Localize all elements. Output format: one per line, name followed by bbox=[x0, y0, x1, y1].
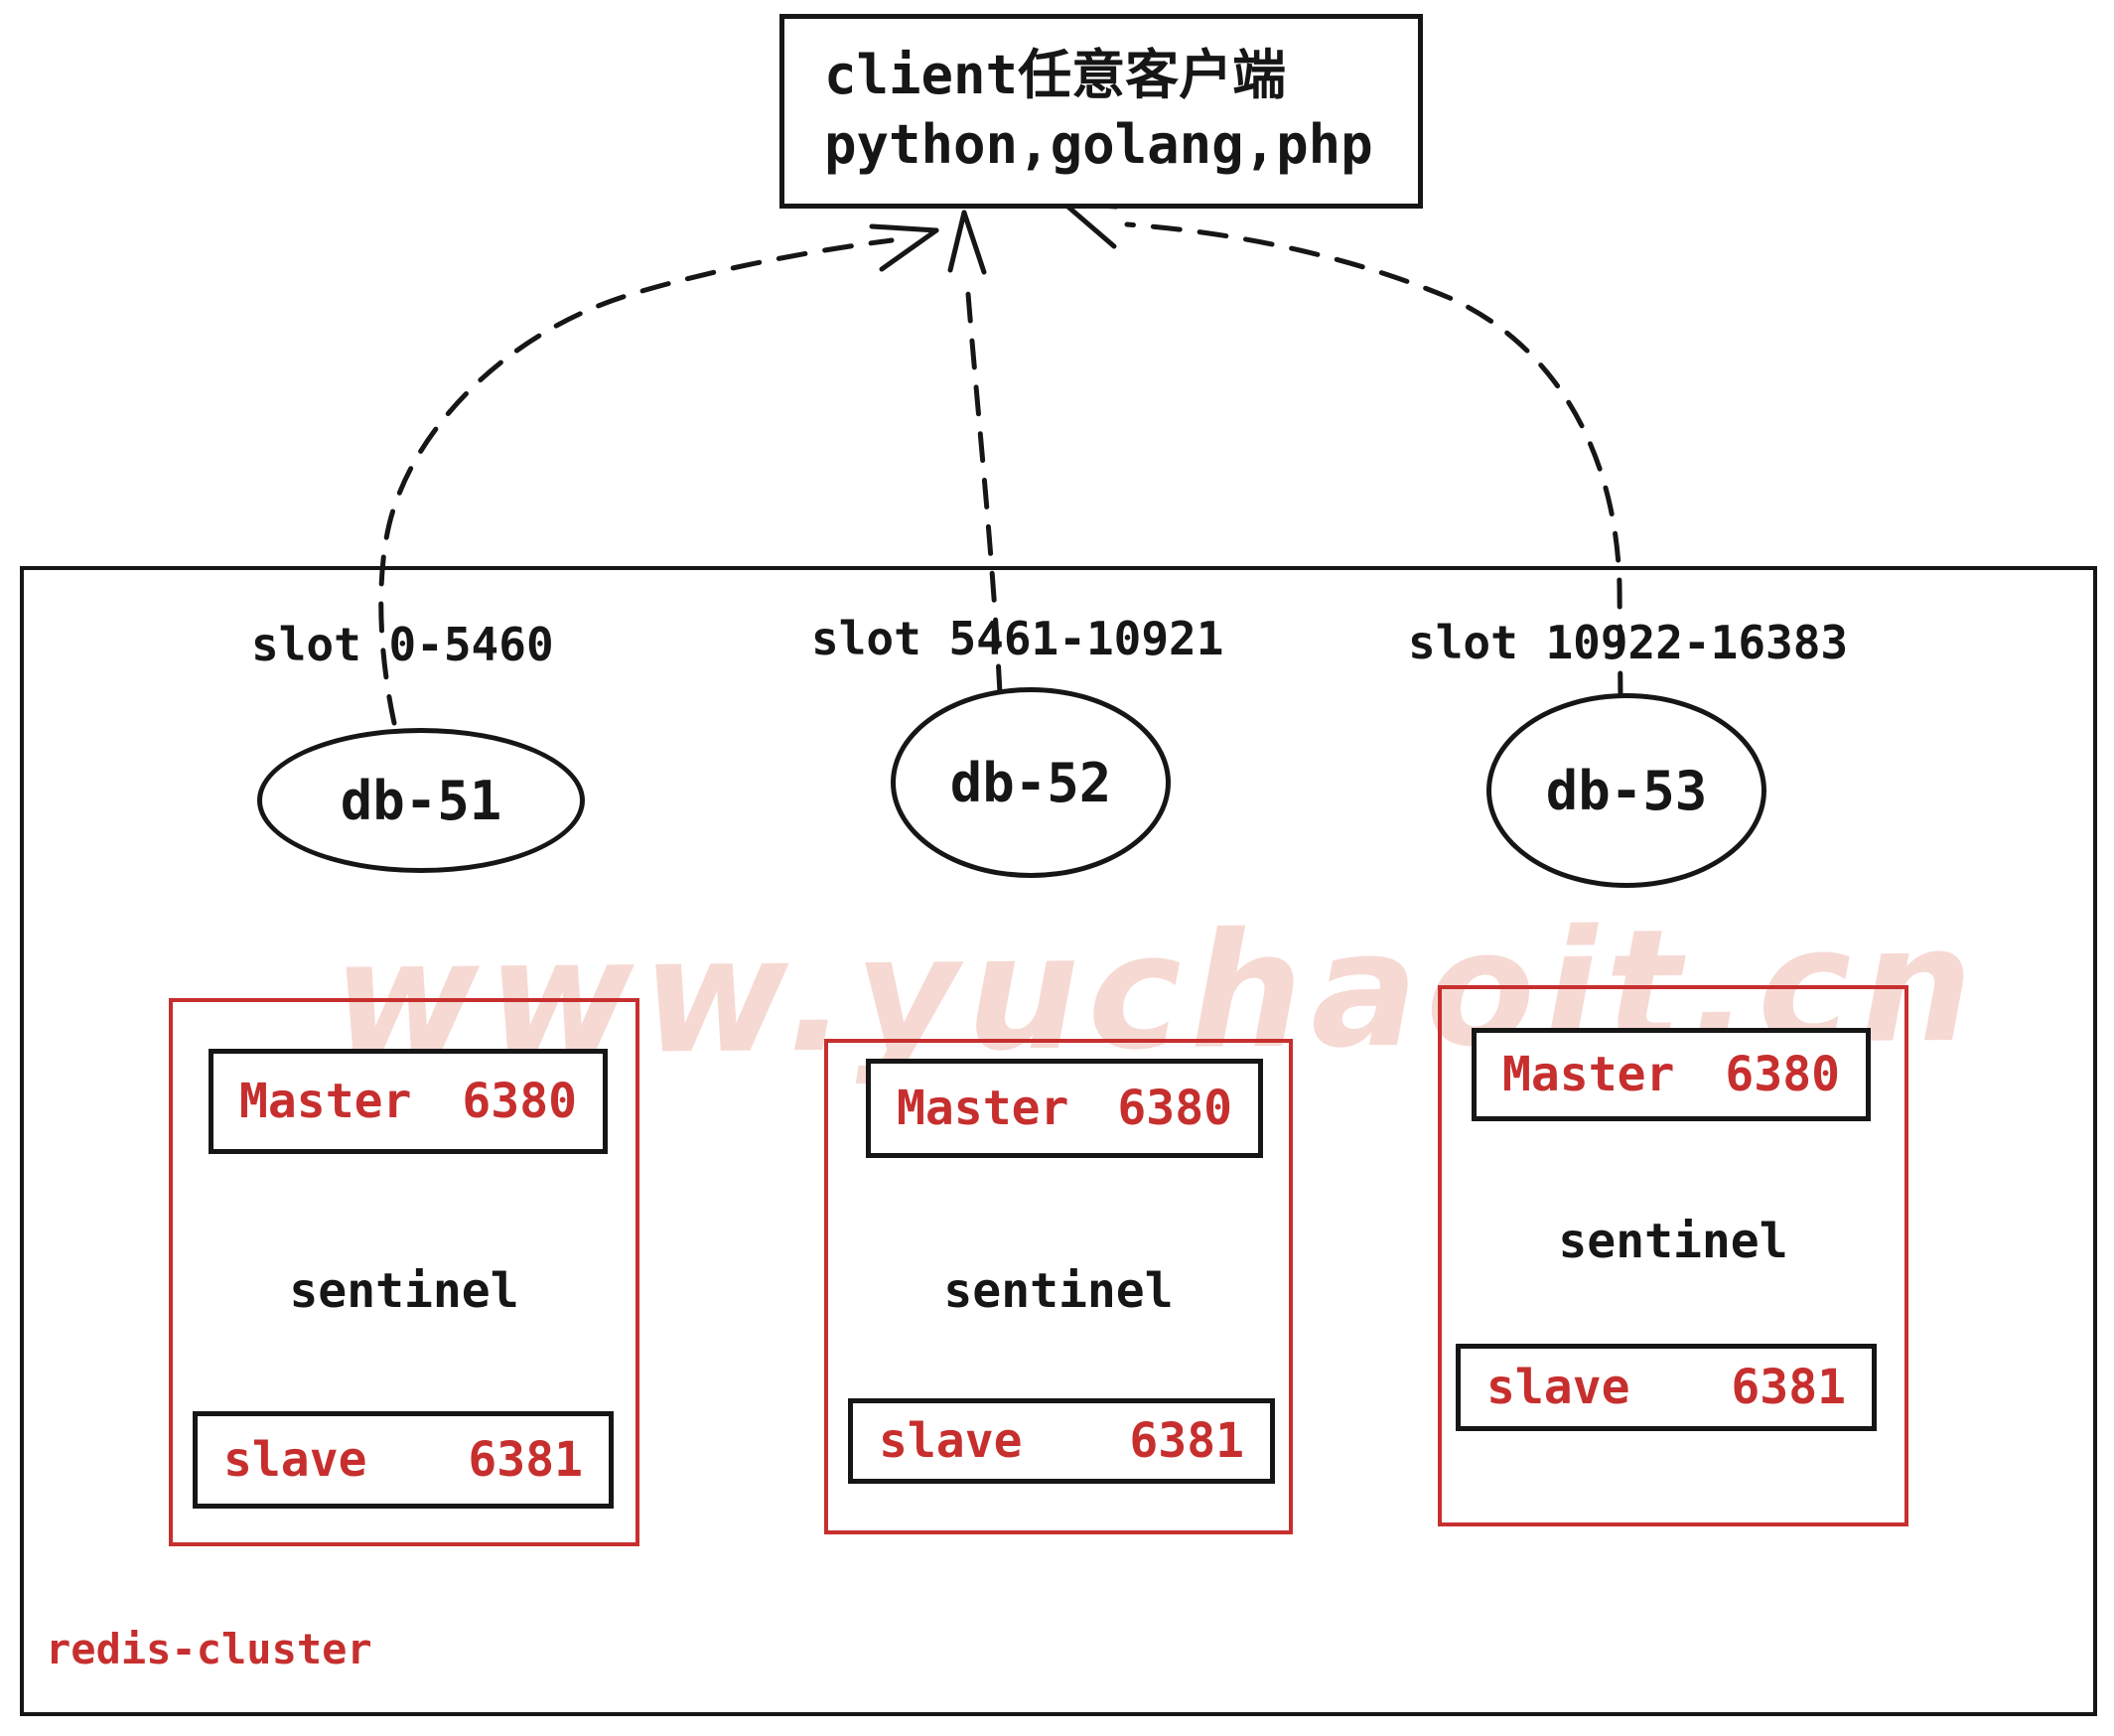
master-port: 6380 bbox=[1117, 1081, 1232, 1136]
master-box: Master 6380 bbox=[209, 1049, 608, 1154]
db-node-label: db-51 bbox=[340, 769, 502, 832]
master-label: Master bbox=[897, 1081, 1069, 1136]
slave-port: 6381 bbox=[1731, 1360, 1846, 1415]
sentinel-label: sentinel bbox=[943, 1263, 1174, 1319]
slot-range-label: slot 5461-10921 bbox=[811, 612, 1224, 665]
master-port: 6380 bbox=[462, 1074, 577, 1129]
db-node-ellipse: db-53 bbox=[1486, 693, 1766, 888]
shard-box bbox=[169, 998, 639, 1546]
slot-range-label: slot 10922-16383 bbox=[1408, 616, 1849, 669]
slave-box: slave 6381 bbox=[848, 1398, 1275, 1484]
client-box-title: client任意客户端 bbox=[824, 44, 1287, 106]
sentinel-label: sentinel bbox=[1558, 1214, 1788, 1269]
slave-label: slave bbox=[1486, 1360, 1630, 1415]
db-node-label: db-53 bbox=[1545, 759, 1708, 822]
sentinel-label: sentinel bbox=[289, 1263, 519, 1319]
master-box: Master 6380 bbox=[866, 1059, 1263, 1158]
slave-box: slave 6381 bbox=[193, 1411, 614, 1509]
master-label: Master bbox=[1502, 1047, 1675, 1102]
redis-cluster-container bbox=[20, 566, 2097, 1716]
slave-label: slave bbox=[223, 1432, 367, 1488]
master-port: 6380 bbox=[1725, 1047, 1840, 1102]
arrow-db52-to-client bbox=[947, 210, 1003, 696]
arrow-db51-to-client bbox=[378, 223, 939, 726]
client-box: client任意客户端 python,golang,php bbox=[779, 14, 1423, 209]
db-node-ellipse: db-51 bbox=[257, 728, 585, 873]
redis-cluster-label: redis-cluster bbox=[46, 1625, 372, 1673]
shard-box bbox=[1438, 985, 1908, 1526]
master-label: Master bbox=[239, 1074, 412, 1129]
slave-box: slave 6381 bbox=[1456, 1344, 1877, 1431]
slave-port: 6381 bbox=[468, 1432, 583, 1488]
shard-box bbox=[824, 1039, 1293, 1534]
slave-port: 6381 bbox=[1129, 1413, 1244, 1469]
db-node-label: db-52 bbox=[949, 751, 1112, 814]
master-box: Master 6380 bbox=[1472, 1028, 1871, 1121]
db-node-ellipse: db-52 bbox=[891, 687, 1171, 878]
slave-label: slave bbox=[879, 1413, 1023, 1469]
client-box-subtitle: python,golang,php bbox=[824, 113, 1373, 176]
slot-range-label: slot 0-5460 bbox=[251, 618, 554, 671]
